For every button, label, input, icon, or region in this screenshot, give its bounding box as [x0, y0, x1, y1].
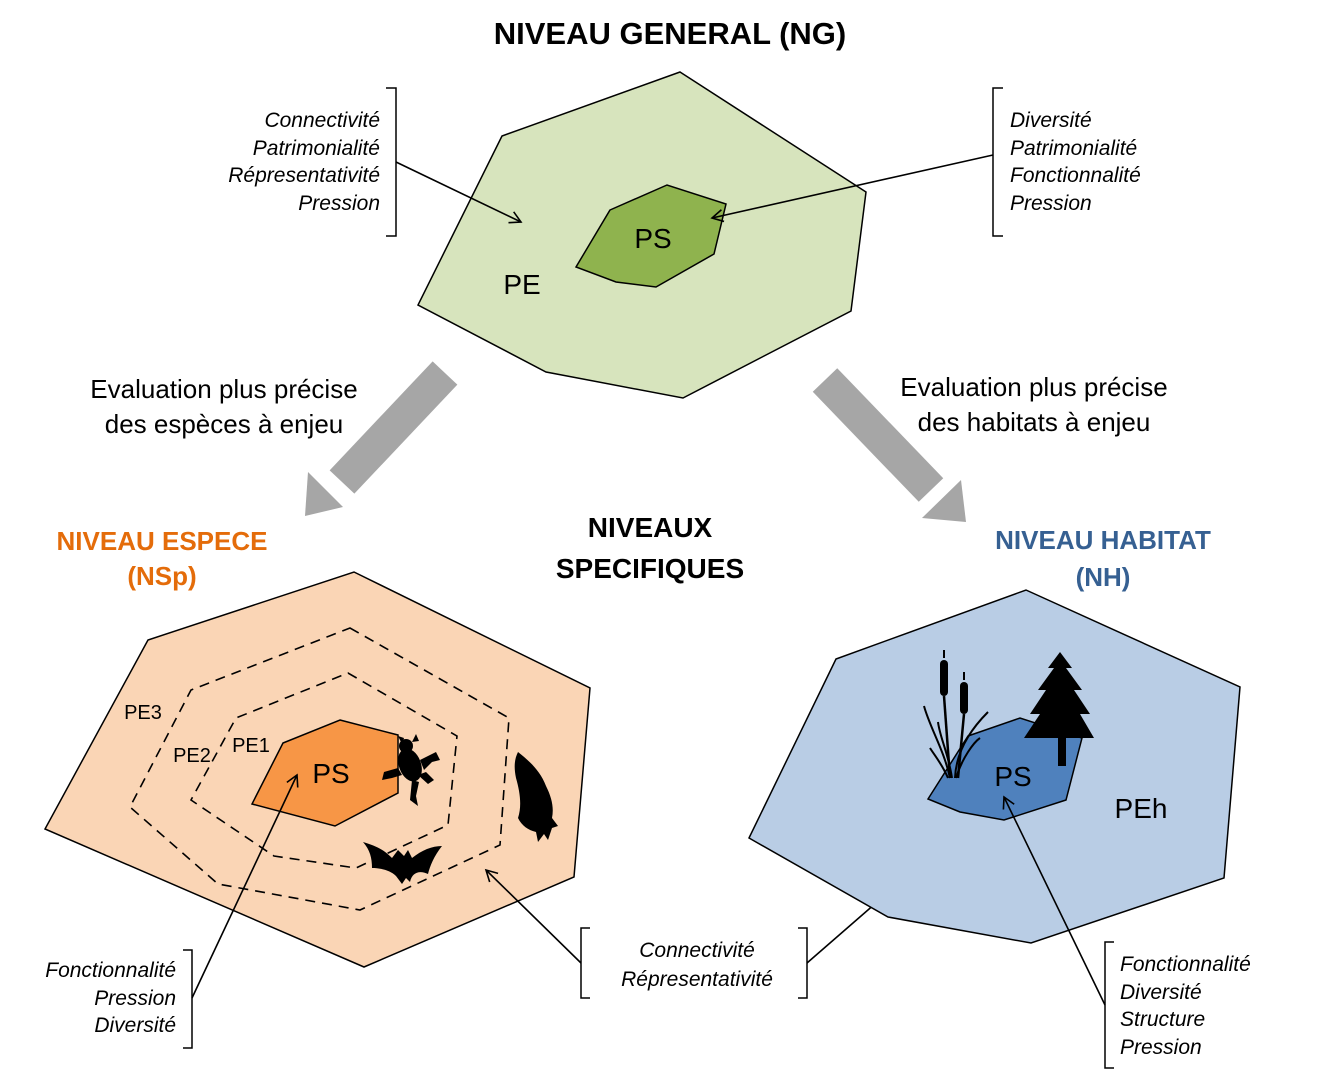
habitat-title-line2: (NH) [1076, 562, 1131, 592]
left-transition-line2: des espèces à enjeu [105, 409, 344, 439]
shared-criterion: Connectivité [639, 939, 755, 962]
species-ps-label: PS [312, 758, 349, 789]
species-left-bracket [183, 949, 193, 1049]
left-transition-line1: Evaluation plus précise [90, 374, 357, 404]
general-right-criterion: Fonctionnalité [1010, 164, 1141, 187]
habitat-title-line1: NIVEAU HABITAT [995, 525, 1211, 555]
tree-icon [1024, 652, 1094, 766]
shared-criterion: Répresentativité [621, 968, 773, 991]
habitat-bracket [1104, 941, 1114, 1069]
habitat-criteria: Fonctionnalité Diversité Structure Press… [1120, 953, 1251, 1059]
specific-title-line2: SPECIFIQUES [556, 553, 744, 584]
species-pe1-label: PE1 [232, 735, 270, 757]
reeds-icon [923, 650, 989, 779]
general-right-criterion: Diversité [1010, 109, 1092, 132]
right-transition-arrow [812, 368, 966, 522]
habitat-criterion: Structure [1120, 1008, 1205, 1031]
general-right-arrow [710, 154, 994, 223]
general-right-criterion: Patrimonialité [1010, 137, 1137, 160]
species-left-criterion: Diversité [94, 1014, 176, 1037]
species-pe3-zone [128, 627, 510, 911]
species-pe2-label: PE2 [173, 745, 211, 767]
habitat-criterion: Pression [1120, 1036, 1202, 1059]
species-left-criterion: Fonctionnalité [45, 959, 176, 982]
species-title-line1: NIVEAU ESPECE [57, 526, 268, 556]
habitat-criterion: Fonctionnalité [1120, 953, 1251, 976]
general-ps-polygon [574, 184, 727, 288]
species-left-arrow [191, 773, 299, 999]
habitat-arrow [1002, 795, 1106, 1006]
habitat-criterion: Diversité [1120, 981, 1202, 1004]
bat-icon [363, 842, 442, 884]
general-left-bracket [386, 87, 397, 237]
general-pe-label: PE [503, 269, 540, 300]
bird-icon [514, 752, 558, 842]
general-left-criterion: Patrimonialité [253, 137, 380, 160]
left-transition-arrow [305, 361, 458, 516]
species-title-line2: (NSp) [127, 561, 196, 591]
general-left-criterion: Pression [298, 192, 380, 215]
specific-title-line1: NIVEAUX [588, 512, 713, 543]
right-transition-line2: des habitats à enjeu [918, 407, 1151, 437]
general-left-criterion: Répresentativité [228, 164, 380, 187]
shared-criteria: Connectivité Répresentativité [621, 939, 773, 991]
habitat-ps-label: PS [994, 761, 1031, 792]
frog-icon [382, 734, 440, 806]
right-transition-line1: Evaluation plus précise [900, 372, 1167, 402]
habitat-peh-label: PEh [1115, 793, 1168, 824]
species-pe2-zone [189, 672, 458, 869]
species-left-criterion: Pression [94, 987, 176, 1010]
shared-arrow-to-species [484, 868, 582, 964]
shared-bracket-right [798, 927, 808, 999]
species-left-criteria: Fonctionnalité Pression Diversité [45, 959, 176, 1037]
general-ps-label: PS [634, 223, 671, 254]
general-left-criteria: Connectivité Patrimonialité Répresentati… [228, 109, 380, 215]
general-right-criterion: Pression [1010, 192, 1092, 215]
general-right-bracket [992, 87, 1003, 237]
species-pe3-label: PE3 [124, 702, 162, 724]
shared-bracket-left [580, 927, 590, 999]
general-left-criterion: Connectivité [264, 109, 380, 132]
species-ps-polygon [250, 719, 399, 827]
general-left-arrow [395, 161, 523, 224]
general-title: NIVEAU GENERAL (NG) [494, 16, 847, 51]
general-right-criteria: Diversité Patrimonialité Fonctionnalité … [1010, 109, 1141, 215]
habitat-ps-polygon [926, 717, 1083, 821]
